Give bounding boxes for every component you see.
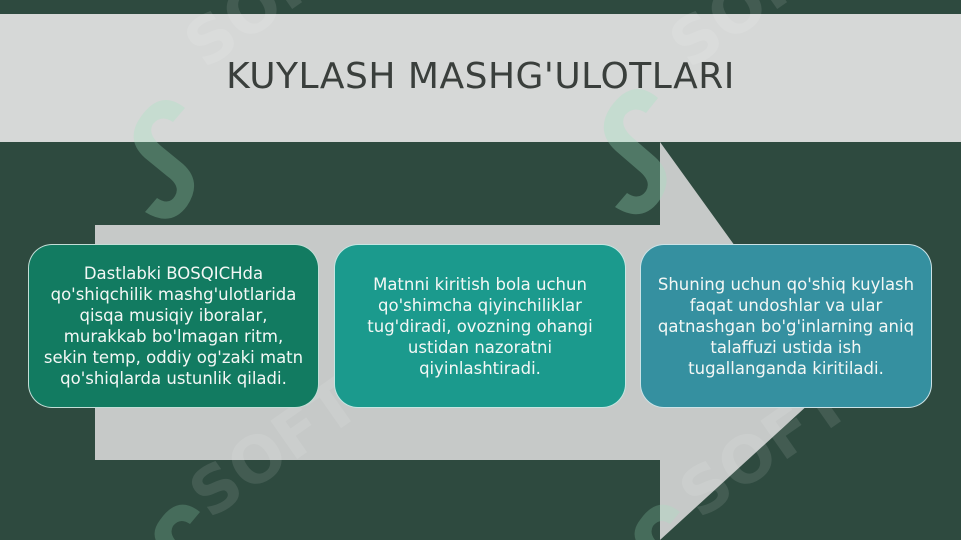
- title-band: [0, 14, 961, 142]
- step-box-2: Matnni kiritish bola uchun qo'shimcha qi…: [334, 244, 626, 408]
- page-title: KUYLASH MASHG'ULOTLARI: [226, 56, 735, 97]
- step-box-3: Shuning uchun qo'shiq kuylash faqat undo…: [640, 244, 932, 408]
- step-text-3: Shuning uchun qo'shiq kuylash faqat undo…: [657, 274, 915, 378]
- step-text-1: Dastlabki BOSQICHda qo'shiqchilik mashg'…: [43, 264, 304, 388]
- step-text-2: Matnni kiritish bola uchun qo'shimcha qi…: [367, 274, 593, 378]
- step-box-1: Dastlabki BOSQICHda qo'shiqchilik mashg'…: [28, 244, 319, 408]
